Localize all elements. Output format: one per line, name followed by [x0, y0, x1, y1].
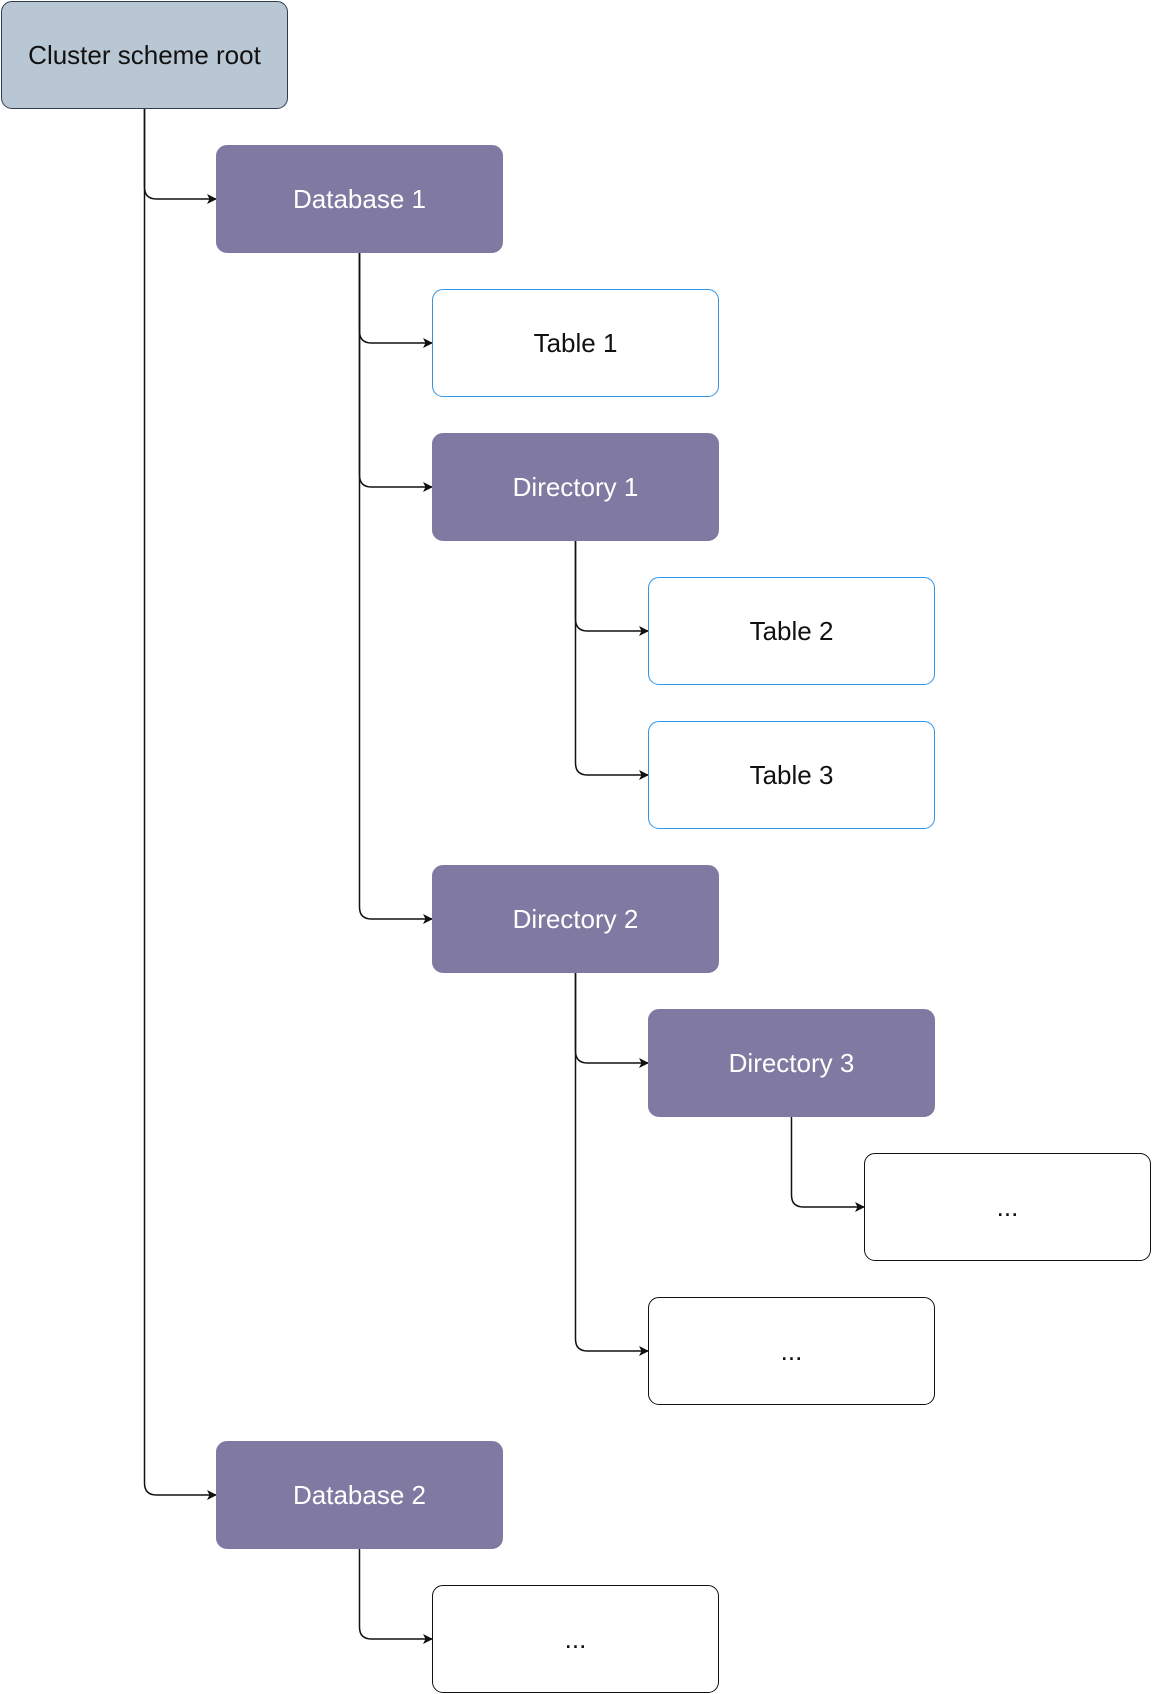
connector-directory1-to-table2	[574, 541, 649, 636]
node-database-1: Database 1	[216, 145, 503, 253]
node-directory-1: Directory 1	[432, 433, 719, 541]
node-label: Table 2	[749, 615, 834, 646]
node-label: Database 2	[293, 1479, 426, 1510]
connector-directory1-to-table3	[574, 541, 649, 780]
connector-database2-to-more_in_database2	[358, 1549, 433, 1644]
node-table-1: Table 1	[432, 289, 719, 397]
node-directory-3: Directory 3	[648, 1009, 935, 1117]
node-label: Database 1	[293, 183, 426, 214]
node-directory-2: Directory 2	[432, 865, 719, 973]
connector-directory2-to-directory3	[574, 973, 649, 1068]
node-ellipsis-database-2: ...	[432, 1585, 719, 1693]
connector-directory3-to-more_in_directory3	[790, 1117, 865, 1212]
node-label: Cluster scheme root	[28, 39, 261, 70]
node-cluster-scheme-root: Cluster scheme root	[1, 1, 288, 109]
node-label: Directory 3	[728, 1047, 855, 1078]
node-database-2: Database 2	[216, 1441, 503, 1549]
connector-root-to-database2	[143, 109, 217, 1500]
connector-directory2-to-more_in_directory2	[574, 973, 649, 1356]
node-label: Table 1	[533, 327, 618, 358]
node-table-2: Table 2	[648, 577, 935, 685]
node-label: Directory 1	[512, 471, 639, 502]
node-label: ...	[996, 1191, 1019, 1222]
node-ellipsis-directory-3: ...	[864, 1153, 1151, 1261]
node-table-3: Table 3	[648, 721, 935, 829]
connector-database1-to-table1	[358, 253, 433, 348]
node-label: Directory 2	[512, 903, 639, 934]
node-ellipsis-directory-2: ...	[648, 1297, 935, 1405]
connector-database1-to-directory2	[358, 253, 433, 924]
connector-database1-to-directory1	[358, 253, 433, 492]
node-label: ...	[780, 1335, 803, 1366]
connector-root-to-database1	[143, 109, 217, 204]
node-label: ...	[564, 1623, 587, 1654]
node-label: Table 3	[749, 759, 834, 790]
